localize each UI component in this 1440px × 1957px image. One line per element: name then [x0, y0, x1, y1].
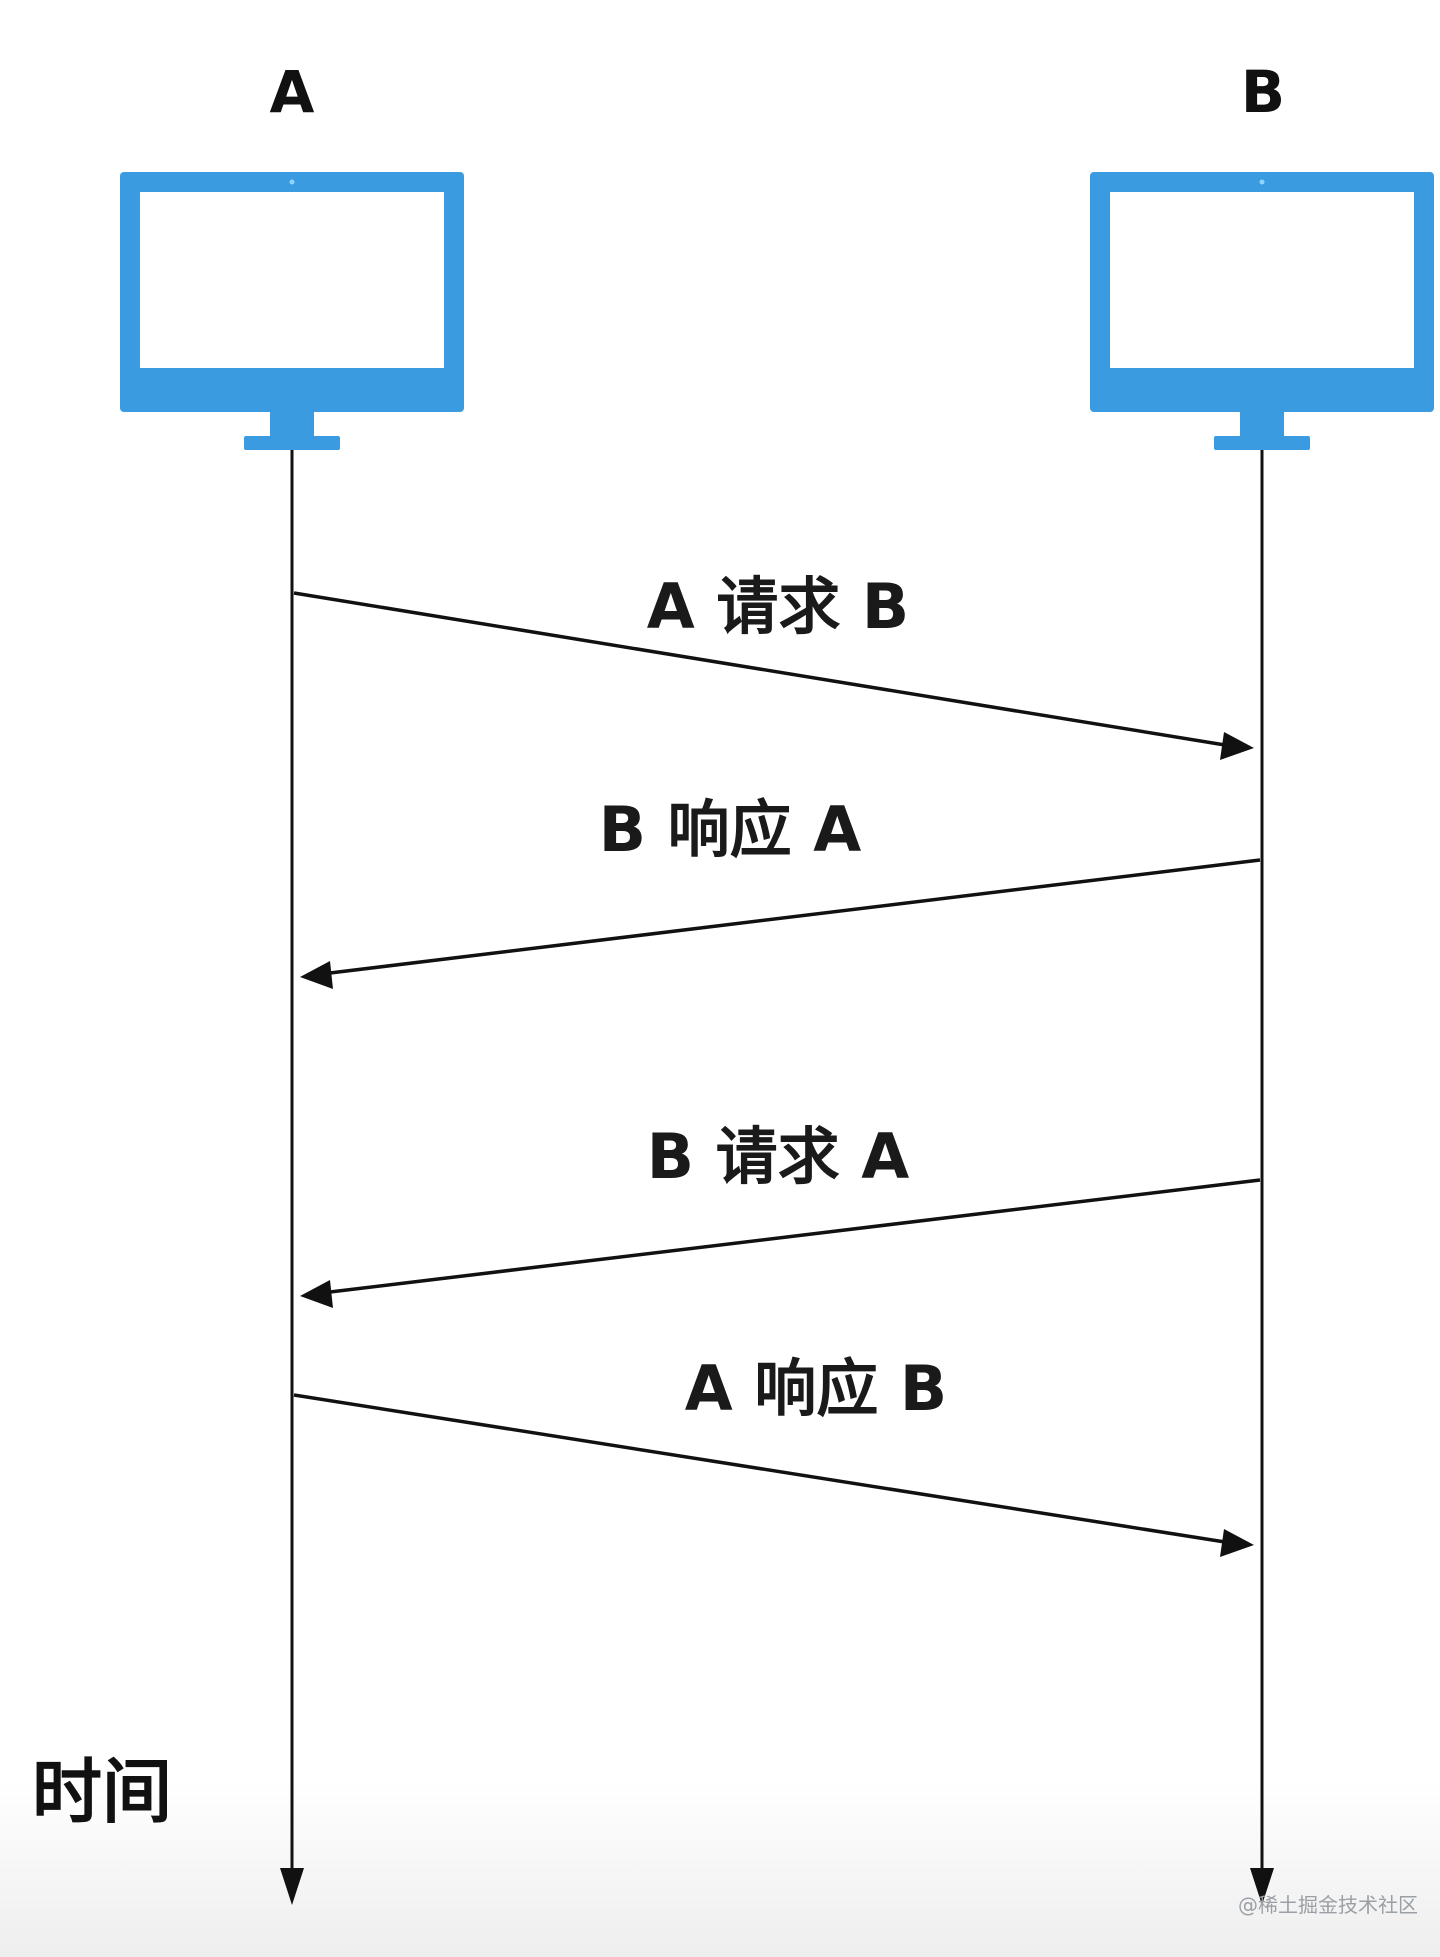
message-arrow [293, 591, 1254, 760]
lifeline-a-arrowhead [280, 1868, 304, 1905]
message-arrow [300, 1178, 1261, 1308]
message-label: A 响应 B [685, 1352, 947, 1425]
time-axis-label: 时间 [32, 1751, 172, 1833]
monitor-icon [120, 172, 464, 450]
message-arrow [293, 1393, 1254, 1557]
watermark: @稀土掘金技术社区 [1238, 1893, 1418, 1917]
message-arrow [300, 858, 1261, 989]
participant-a-label: A [270, 58, 315, 126]
message-label: B 响应 A [599, 793, 861, 866]
lifeline-b-arrowhead [1250, 1868, 1274, 1905]
participant-b-label: B [1241, 58, 1285, 126]
message-label: B 请求 A [647, 1120, 909, 1193]
monitor-icon [1090, 172, 1434, 450]
bottom-shade [0, 1780, 1440, 1957]
message-label: A 请求 B [647, 570, 909, 643]
